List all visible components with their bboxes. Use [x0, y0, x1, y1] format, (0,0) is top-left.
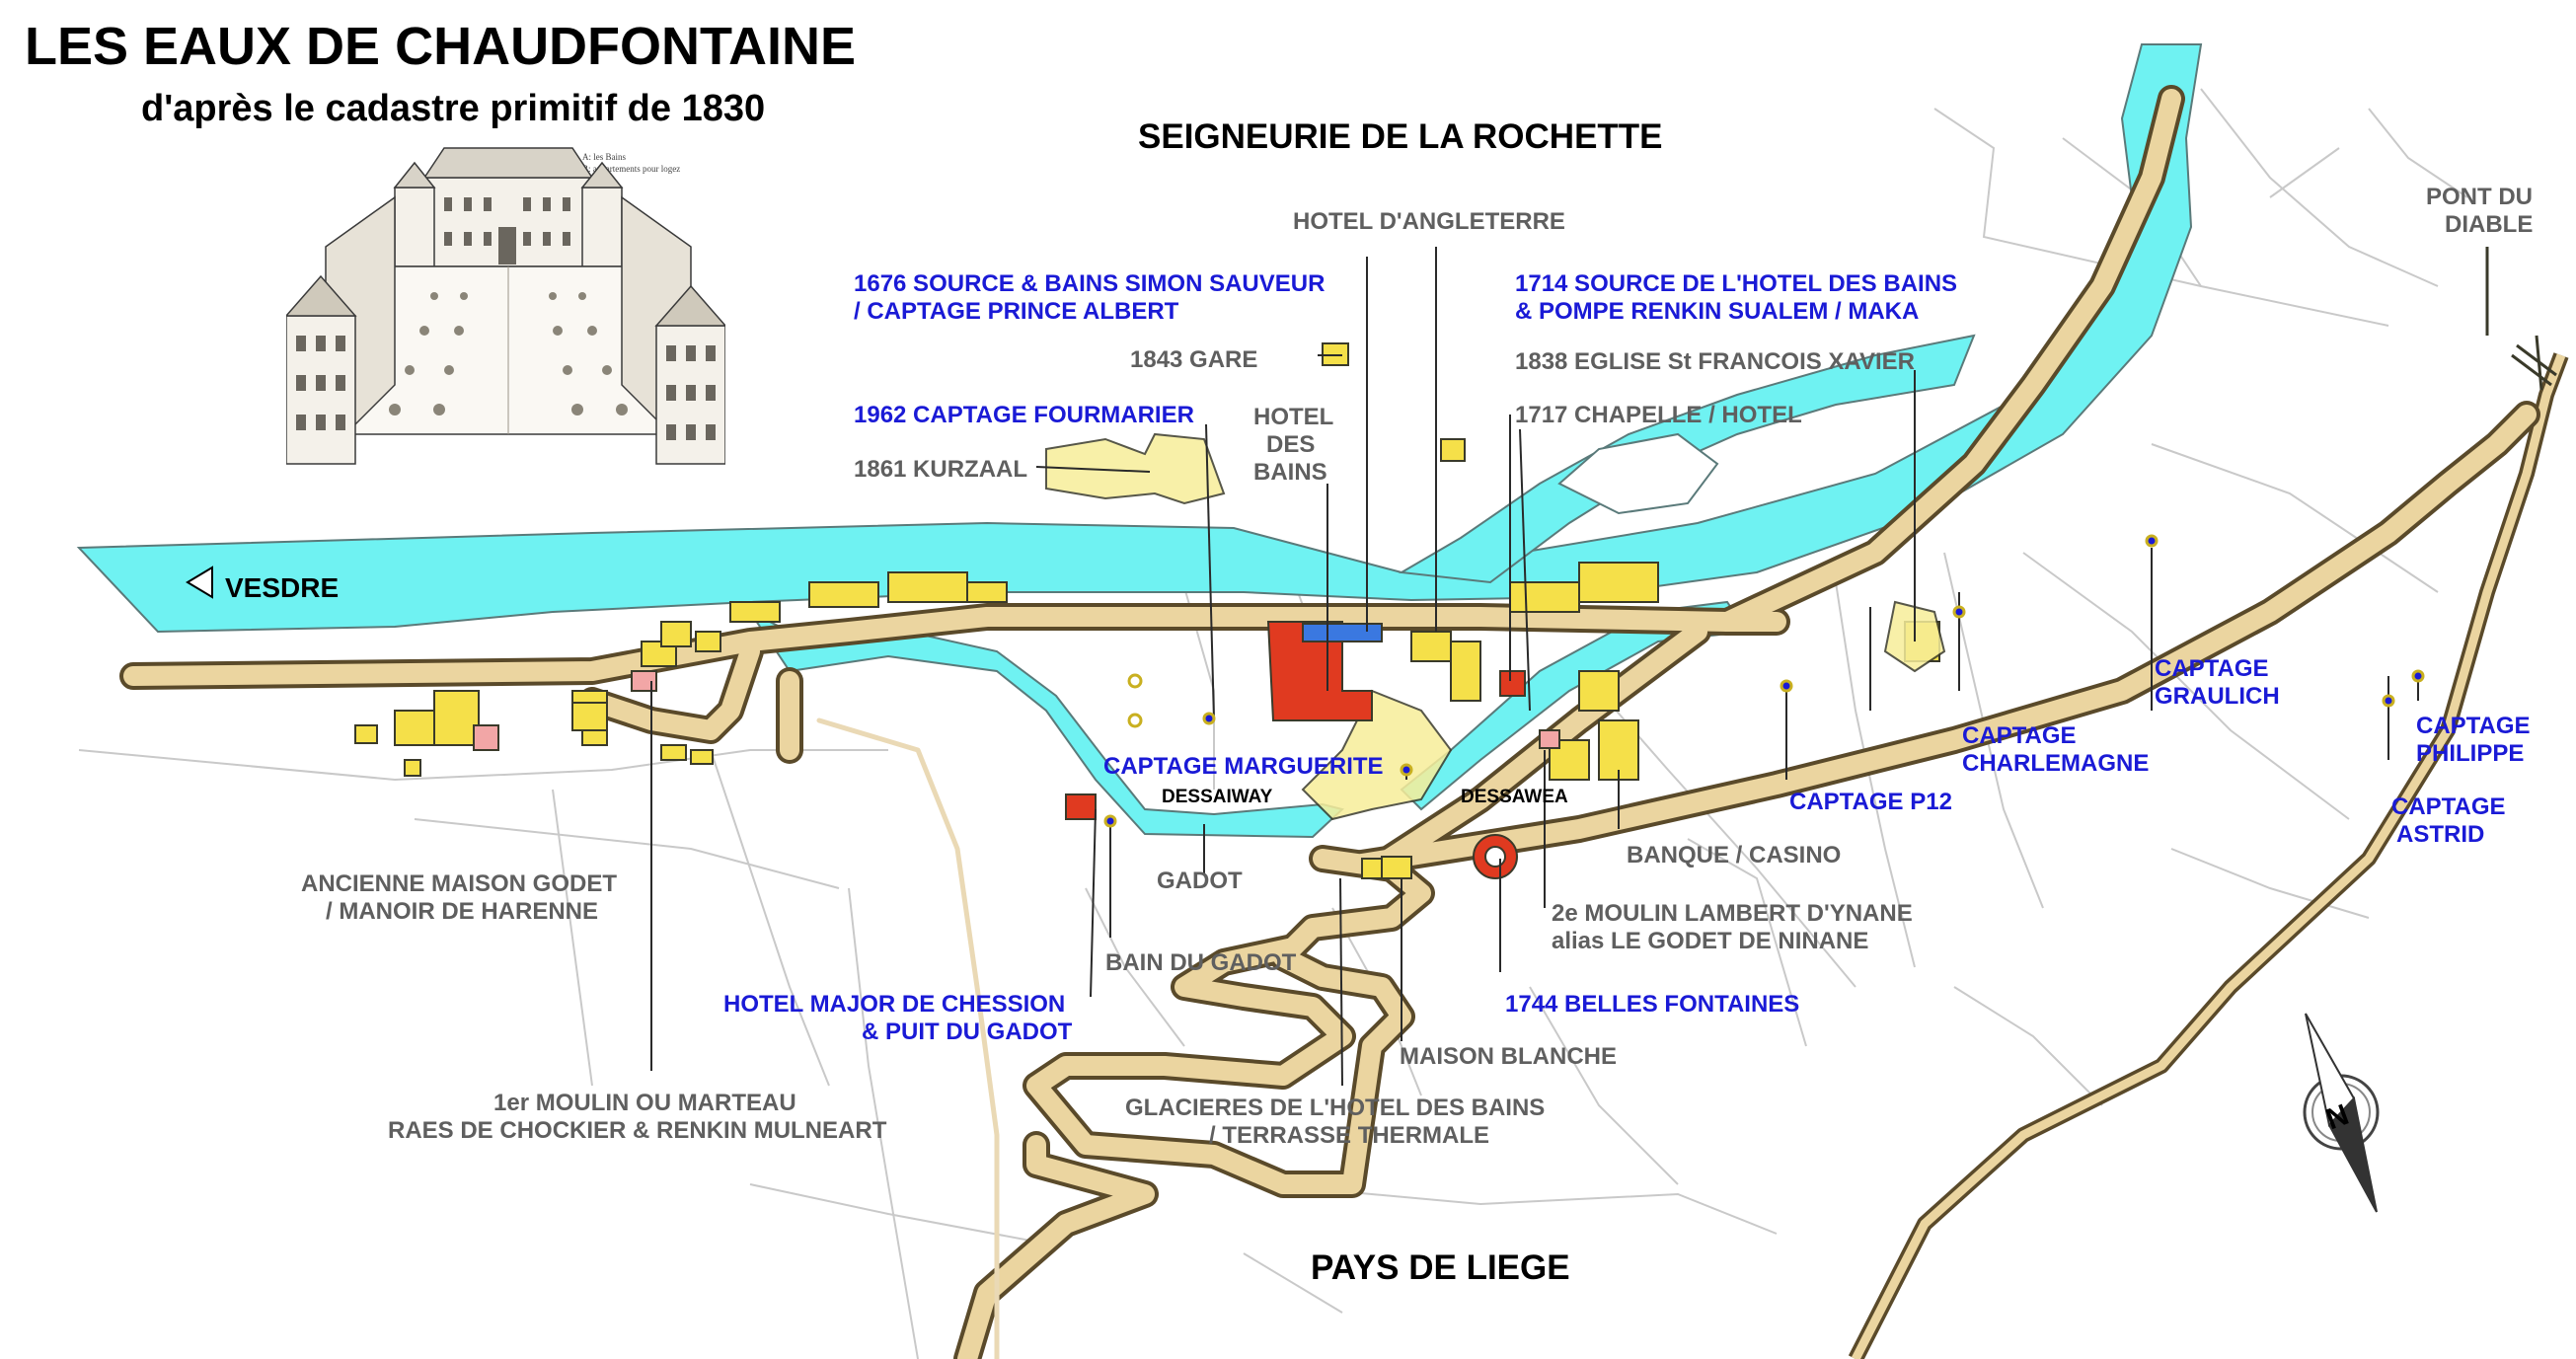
label-chapelle: 1717 CHAPELLE / HOTEL [1515, 402, 1802, 428]
label-charlemagne-2: CHARLEMAGNE [1962, 750, 2149, 777]
engraving-caption-a: A: les Bains [582, 152, 626, 162]
compass-icon [2303, 1013, 2380, 1213]
label-kurzaal: 1861 KURZAAL [854, 456, 1027, 483]
label-major-2: & PUIT DU GADOT [862, 1019, 1073, 1045]
label-moulin2-2: alias LE GODET DE NINANE [1552, 928, 1868, 954]
label-pont-diable-1: PONT DU [2426, 184, 2533, 210]
label-dessawea: DESSAWEA [1461, 787, 1568, 807]
label-dessaiway: DESSAIWAY [1162, 787, 1273, 807]
spring-markers [1103, 534, 2425, 828]
label-moulin2-1: 2e MOULIN LAMBERT D'YNANE [1552, 900, 1913, 927]
map-subtitle: d'après le cadastre primitif de 1830 [141, 88, 765, 129]
vesdre-arrow-icon [186, 566, 213, 599]
label-hotel-bains-1: HOTEL [1253, 404, 1333, 430]
label-philippe-1: CAPTAGE [2416, 713, 2531, 739]
label-astrid-1: CAPTAGE [2391, 793, 2506, 820]
label-bain-gadot: BAIN DU GADOT [1105, 949, 1297, 976]
pont-du-diable [2485, 247, 2557, 391]
river-label: VESDRE [225, 572, 339, 603]
label-major-1: HOTEL MAJOR DE CHESSION [723, 991, 1065, 1018]
buildings [354, 342, 1946, 879]
label-maison-blanche: MAISON BLANCHE [1400, 1043, 1617, 1070]
label-philippe-2: PHILIPPE [2416, 740, 2524, 767]
label-belles: 1744 BELLES FONTAINES [1505, 991, 1799, 1018]
label-marguerite: CAPTAGE MARGUERITE [1103, 753, 1384, 780]
label-astrid-2: ASTRID [2396, 821, 2484, 848]
label-source-hotel-2: & POMPE RENKIN SUALEM / MAKA [1515, 298, 1919, 325]
label-glacieres-1: GLACIERES DE L'HOTEL DES BAINS [1125, 1095, 1545, 1121]
label-fourmarier: 1962 CAPTAGE FOURMARIER [854, 402, 1194, 428]
region-south: PAYS DE LIEGE [1311, 1248, 1570, 1287]
label-graulich-1: CAPTAGE [2155, 655, 2269, 682]
label-gadot: GADOT [1157, 868, 1243, 894]
label-glacieres-2: / TERRASSE THERMALE [1209, 1122, 1489, 1149]
label-p12: CAPTAGE P12 [1789, 789, 1952, 815]
label-pont-diable-2: DIABLE [2445, 211, 2533, 238]
engraving-caption-b: B: appartements pour logez [582, 164, 680, 174]
label-charlemagne-1: CAPTAGE [1962, 722, 2077, 749]
label-eglise: 1838 EGLISE St FRANCOIS XAVIER [1515, 348, 1915, 375]
label-hotel-bains-3: BAINS [1253, 459, 1327, 486]
label-godet-1: ANCIENNE MAISON GODET [301, 870, 617, 897]
label-graulich-2: GRAULICH [2155, 683, 2280, 710]
river-island [1557, 432, 1719, 515]
label-hotel-bains-2: DES [1266, 431, 1315, 458]
region-north: SEIGNEURIE DE LA ROCHETTE [1138, 117, 1663, 156]
label-godet-2: / MANOIR DE HARENNE [326, 898, 598, 925]
southern-road [1848, 352, 2569, 1359]
map-labels: LES EAUX DE CHAUDFONTAINE d'après le cad… [25, 17, 2533, 1287]
label-hotel-angleterre: HOTEL D'ANGLETERRE [1293, 208, 1565, 235]
leader-lines [650, 247, 2419, 1087]
label-source-simon-2: / CAPTAGE PRINCE ALBERT [854, 298, 1179, 325]
engraving-bath-house: A: les Bains B: appartements pour logez [286, 138, 725, 474]
label-moulin1-1: 1er MOULIN OU MARTEAU [493, 1090, 796, 1116]
label-moulin1-2: RAES DE CHOCKIER & RENKIN MULNEART [388, 1117, 887, 1144]
label-gare: 1843 GARE [1130, 346, 1257, 373]
label-source-simon-1: 1676 SOURCE & BAINS SIMON SAUVEUR [854, 270, 1325, 297]
label-banque: BANQUE / CASINO [1627, 842, 1841, 868]
map-title: LES EAUX DE CHAUDFONTAINE [25, 17, 856, 76]
label-source-hotel-1: 1714 SOURCE DE L'HOTEL DES BAINS [1515, 270, 1957, 297]
